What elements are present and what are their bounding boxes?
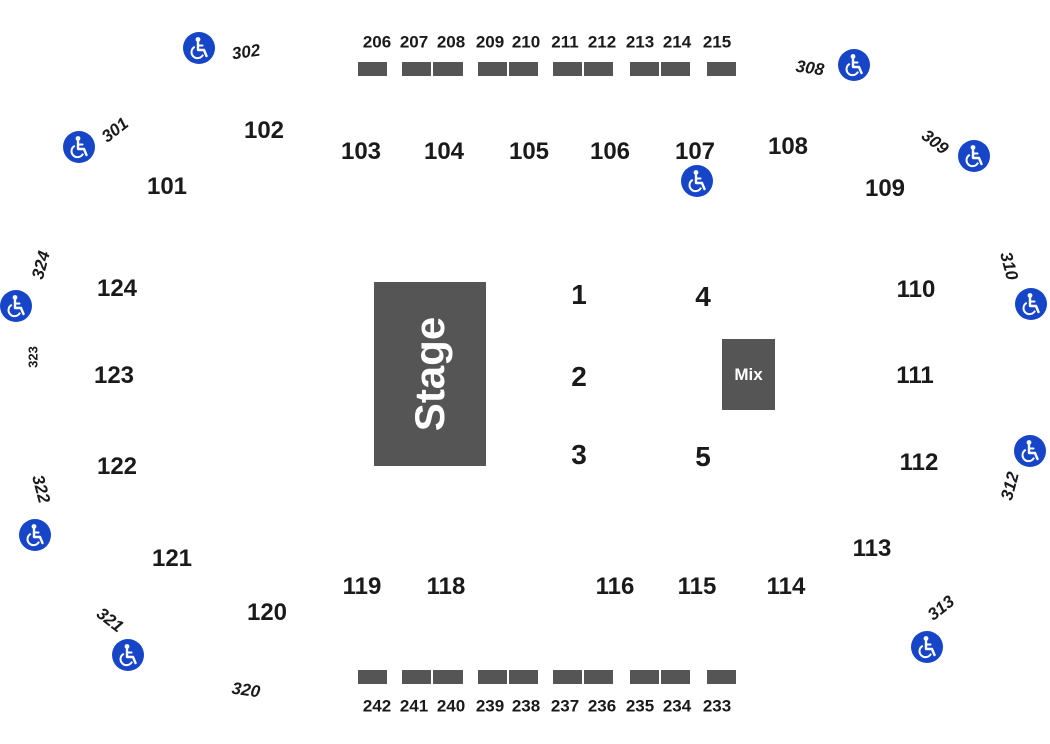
section-209[interactable]: 209 xyxy=(475,32,505,52)
section-235[interactable]: 235 xyxy=(625,696,655,716)
section-321[interactable]: 321 xyxy=(92,603,128,637)
section-214[interactable]: 214 xyxy=(662,32,692,52)
stage[interactable]: Stage xyxy=(374,282,486,466)
section-120[interactable]: 120 xyxy=(246,599,288,626)
section-312[interactable]: 312 xyxy=(997,469,1023,503)
wheelchair-accessible-icon xyxy=(958,140,990,172)
section-212[interactable]: 212 xyxy=(587,32,617,52)
section-119[interactable]: 119 xyxy=(342,573,382,600)
section-301[interactable]: 301 xyxy=(97,113,133,147)
section-233[interactable]: 233 xyxy=(702,696,732,716)
section-241-box[interactable] xyxy=(402,670,431,684)
section-114[interactable]: 114 xyxy=(766,573,806,600)
floor-section-2[interactable]: 2 xyxy=(571,361,587,392)
section-211-box[interactable] xyxy=(553,62,582,76)
section-235-box[interactable] xyxy=(630,670,659,684)
section-236[interactable]: 236 xyxy=(587,696,617,716)
wheelchair-accessible-icon xyxy=(911,631,943,663)
section-236-box[interactable] xyxy=(584,670,613,684)
wheelchair-accessible-icon xyxy=(19,519,51,551)
section-242-box[interactable] xyxy=(358,670,387,684)
wheelchair-accessible-icon xyxy=(838,49,870,81)
section-112[interactable]: 112 xyxy=(899,449,939,476)
section-215-box[interactable] xyxy=(707,62,736,76)
section-108[interactable]: 108 xyxy=(767,133,809,160)
section-239[interactable]: 239 xyxy=(475,696,505,716)
section-234-box[interactable] xyxy=(661,670,690,684)
section-213-box[interactable] xyxy=(630,62,659,76)
section-107[interactable]: 107 xyxy=(674,138,716,165)
mix-position[interactable]: Mix xyxy=(722,339,775,410)
section-242[interactable]: 242 xyxy=(362,696,392,716)
section-210[interactable]: 210 xyxy=(511,32,541,52)
section-103[interactable]: 103 xyxy=(340,138,382,165)
section-323[interactable]: 323 xyxy=(25,346,41,368)
section-206-box[interactable] xyxy=(358,62,387,76)
section-209-box[interactable] xyxy=(478,62,507,76)
wheelchair-accessible-icon xyxy=(183,32,215,64)
section-240[interactable]: 240 xyxy=(436,696,466,716)
wheelchair-accessible-icon xyxy=(1015,288,1047,320)
section-310[interactable]: 310 xyxy=(996,249,1022,283)
section-237-box[interactable] xyxy=(553,670,582,684)
mix-label: Mix xyxy=(734,364,763,384)
section-118[interactable]: 118 xyxy=(426,573,466,600)
section-324[interactable]: 324 xyxy=(28,248,54,282)
section-309[interactable]: 309 xyxy=(917,125,953,159)
section-121[interactable]: 121 xyxy=(151,545,193,572)
floor-section-3[interactable]: 3 xyxy=(571,439,587,470)
section-240-box[interactable] xyxy=(433,670,463,684)
section-109[interactable]: 109 xyxy=(864,175,906,202)
section-239-box[interactable] xyxy=(478,670,507,684)
section-101[interactable]: 101 xyxy=(146,173,188,200)
section-215[interactable]: 215 xyxy=(702,32,732,52)
section-233-box[interactable] xyxy=(707,670,736,684)
section-238-box[interactable] xyxy=(509,670,538,684)
section-106[interactable]: 106 xyxy=(589,138,631,165)
section-320[interactable]: 320 xyxy=(230,678,262,702)
section-102[interactable]: 102 xyxy=(243,117,285,144)
section-207-box[interactable] xyxy=(402,62,431,76)
wheelchair-accessible-icon xyxy=(681,165,713,197)
section-111[interactable]: 111 xyxy=(896,362,934,389)
section-313[interactable]: 313 xyxy=(923,591,959,625)
section-105[interactable]: 105 xyxy=(508,138,550,165)
section-116[interactable]: 116 xyxy=(595,573,635,600)
section-110[interactable]: 110 xyxy=(896,276,936,303)
section-234[interactable]: 234 xyxy=(662,696,692,716)
section-208[interactable]: 208 xyxy=(436,32,466,52)
section-207[interactable]: 207 xyxy=(399,32,429,52)
section-208-box[interactable] xyxy=(433,62,463,76)
section-213[interactable]: 213 xyxy=(625,32,655,52)
section-210-box[interactable] xyxy=(509,62,538,76)
section-124[interactable]: 124 xyxy=(96,275,138,302)
section-206[interactable]: 206 xyxy=(362,32,392,52)
section-115[interactable]: 115 xyxy=(677,573,717,600)
section-308[interactable]: 308 xyxy=(794,56,826,80)
wheelchair-accessible-icon xyxy=(1014,435,1046,467)
floor-section-1[interactable]: 1 xyxy=(571,279,587,310)
section-104[interactable]: 104 xyxy=(423,138,465,165)
floor-section-5[interactable]: 5 xyxy=(695,441,711,472)
stage-label: Stage xyxy=(406,316,453,432)
section-238[interactable]: 238 xyxy=(511,696,541,716)
floor-section-4[interactable]: 4 xyxy=(695,281,711,312)
wheelchair-accessible-icon xyxy=(112,639,144,671)
section-322[interactable]: 322 xyxy=(28,472,54,506)
wheelchair-accessible-icon xyxy=(63,131,95,163)
section-123[interactable]: 123 xyxy=(93,362,135,389)
section-241[interactable]: 241 xyxy=(399,696,429,716)
wheelchair-accessible-icon xyxy=(0,290,32,322)
section-113[interactable]: 113 xyxy=(852,535,892,562)
section-212-box[interactable] xyxy=(584,62,613,76)
section-211[interactable]: 211 xyxy=(551,32,579,52)
section-237[interactable]: 237 xyxy=(550,696,580,716)
section-302[interactable]: 302 xyxy=(230,40,262,64)
section-214-box[interactable] xyxy=(661,62,690,76)
section-122[interactable]: 122 xyxy=(96,453,138,480)
